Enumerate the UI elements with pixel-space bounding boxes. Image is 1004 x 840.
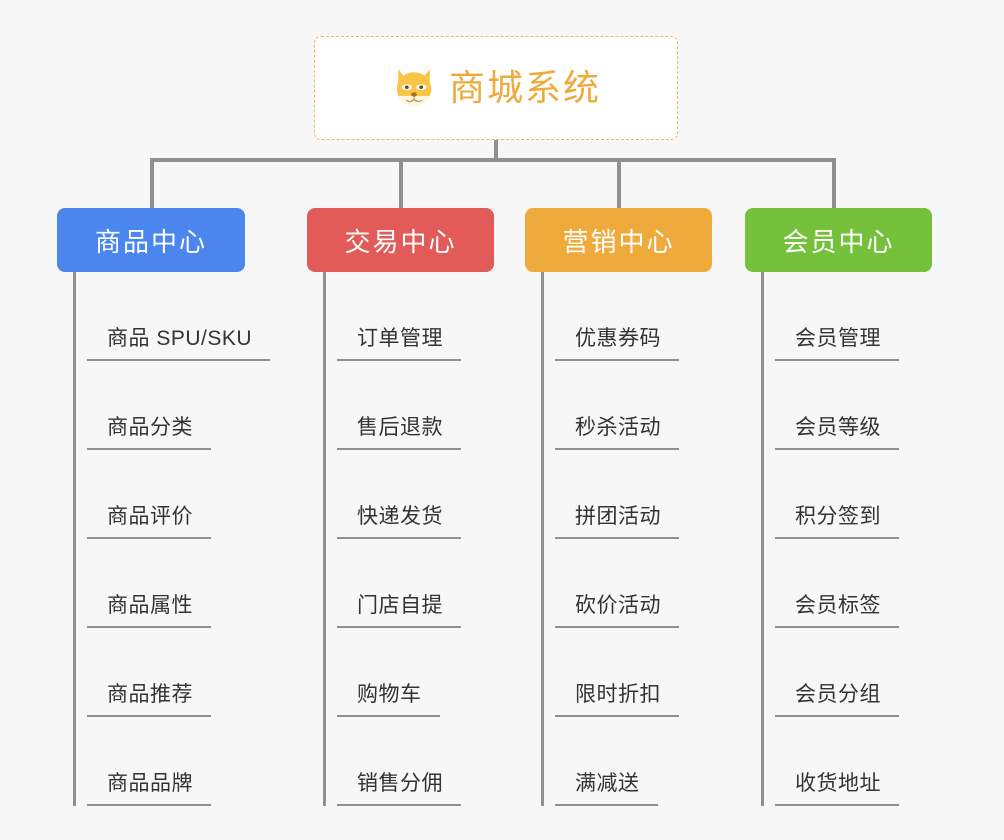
branch-column-1: 商品中心 商品 SPU/SKU 商品分类 商品评价 商品属性 商品推荐 商品品牌 — [57, 208, 271, 806]
leaf-label: 优惠券码 — [575, 327, 661, 350]
branch-spine-2 — [323, 272, 326, 806]
list-item[interactable]: 会员等级 — [761, 361, 932, 450]
leaf-label: 限时折扣 — [575, 683, 661, 706]
branch-items-4: 会员管理 会员等级 积分签到 会员标签 会员分组 收货地址 — [761, 272, 932, 806]
list-item[interactable]: 秒杀活动 — [541, 361, 712, 450]
branch-label-4: 会员中心 — [782, 226, 895, 257]
leaf-label: 会员等级 — [795, 416, 881, 439]
branch-column-2: 交易中心 订单管理 售后退款 快递发货 门店自提 购物车 销售分佣 — [307, 208, 494, 806]
list-item[interactable]: 门店自提 — [323, 539, 494, 628]
list-item[interactable]: 会员管理 — [761, 272, 932, 361]
leaf-label: 会员标签 — [795, 594, 881, 617]
list-item[interactable]: 销售分佣 — [323, 717, 494, 806]
list-item[interactable]: 售后退款 — [323, 361, 494, 450]
list-item[interactable]: 满减送 — [541, 717, 712, 806]
leaf-label: 商品推荐 — [107, 683, 193, 706]
connector-drop-1 — [150, 158, 154, 210]
leaf-label: 商品品牌 — [107, 772, 193, 795]
leaf-label: 订单管理 — [357, 327, 443, 350]
leaf-label: 快递发货 — [357, 505, 443, 528]
list-item[interactable]: 快递发货 — [323, 450, 494, 539]
leaf-label: 积分签到 — [795, 505, 881, 528]
list-item[interactable]: 商品属性 — [73, 539, 245, 628]
branch-items-3: 优惠券码 秒杀活动 拼团活动 砍价活动 限时折扣 满减送 — [541, 272, 712, 806]
list-item[interactable]: 商品推荐 — [73, 628, 245, 717]
list-item[interactable]: 商品品牌 — [73, 717, 245, 806]
list-item[interactable]: 会员分组 — [761, 628, 932, 717]
list-item[interactable]: 会员标签 — [761, 539, 932, 628]
leaf-label: 会员分组 — [795, 683, 881, 706]
branch-label-2: 交易中心 — [344, 226, 457, 257]
leaf-label: 商品属性 — [107, 594, 193, 617]
leaf-label: 门店自提 — [357, 594, 443, 617]
list-item[interactable]: 商品 SPU/SKU — [73, 272, 271, 361]
branch-header-1[interactable]: 商品中心 — [57, 208, 245, 272]
branch-column-4: 会员中心 会员管理 会员等级 积分签到 会员标签 会员分组 收货地址 — [745, 208, 932, 806]
branch-header-4[interactable]: 会员中心 — [745, 208, 932, 272]
list-item[interactable]: 限时折扣 — [541, 628, 712, 717]
branch-column-3: 营销中心 优惠券码 秒杀活动 拼团活动 砍价活动 限时折扣 满减送 — [525, 208, 712, 806]
connector-horizontal-bus — [150, 158, 836, 162]
leaf-label: 秒杀活动 — [575, 416, 661, 439]
list-item[interactable]: 砍价活动 — [541, 539, 712, 628]
leaf-label: 收货地址 — [795, 772, 881, 795]
leaf-label: 商品评价 — [107, 505, 193, 528]
connector-root-stem — [494, 140, 498, 162]
list-item[interactable]: 订单管理 — [323, 272, 494, 361]
list-item[interactable]: 商品分类 — [73, 361, 245, 450]
list-item[interactable]: 拼团活动 — [541, 450, 712, 539]
branch-header-2[interactable]: 交易中心 — [307, 208, 494, 272]
connector-drop-3 — [617, 158, 621, 210]
leaf-label: 销售分佣 — [357, 772, 443, 795]
leaf-label: 会员管理 — [795, 327, 881, 350]
branch-header-3[interactable]: 营销中心 — [525, 208, 712, 272]
branch-items-2: 订单管理 售后退款 快递发货 门店自提 购物车 销售分佣 — [323, 272, 494, 806]
root-title: 商城系统 — [448, 67, 601, 108]
list-item[interactable]: 商品评价 — [73, 450, 245, 539]
list-item[interactable]: 优惠券码 — [541, 272, 712, 361]
leaf-label: 购物车 — [357, 683, 422, 706]
leaf-label: 拼团活动 — [575, 505, 661, 528]
branch-label-1: 商品中心 — [94, 226, 207, 257]
list-item[interactable]: 积分签到 — [761, 450, 932, 539]
branch-spine-3 — [541, 272, 544, 806]
connector-drop-4 — [832, 158, 836, 210]
leaf-label: 商品 SPU/SKU — [107, 327, 253, 350]
branch-spine-4 — [761, 272, 764, 806]
shiba-inu-icon — [396, 69, 432, 107]
branch-spine-1 — [73, 272, 76, 806]
list-item[interactable]: 购物车 — [323, 628, 494, 717]
branch-label-3: 营销中心 — [562, 226, 675, 257]
branch-items-1: 商品 SPU/SKU 商品分类 商品评价 商品属性 商品推荐 商品品牌 — [73, 272, 271, 806]
connector-drop-2 — [399, 158, 403, 210]
root-node-mall-system[interactable]: 商城系统 — [314, 36, 678, 140]
leaf-label: 售后退款 — [357, 416, 443, 439]
list-item[interactable]: 收货地址 — [761, 717, 932, 806]
leaf-label: 砍价活动 — [575, 594, 661, 617]
leaf-label: 商品分类 — [107, 416, 193, 439]
leaf-label: 满减送 — [575, 772, 640, 795]
